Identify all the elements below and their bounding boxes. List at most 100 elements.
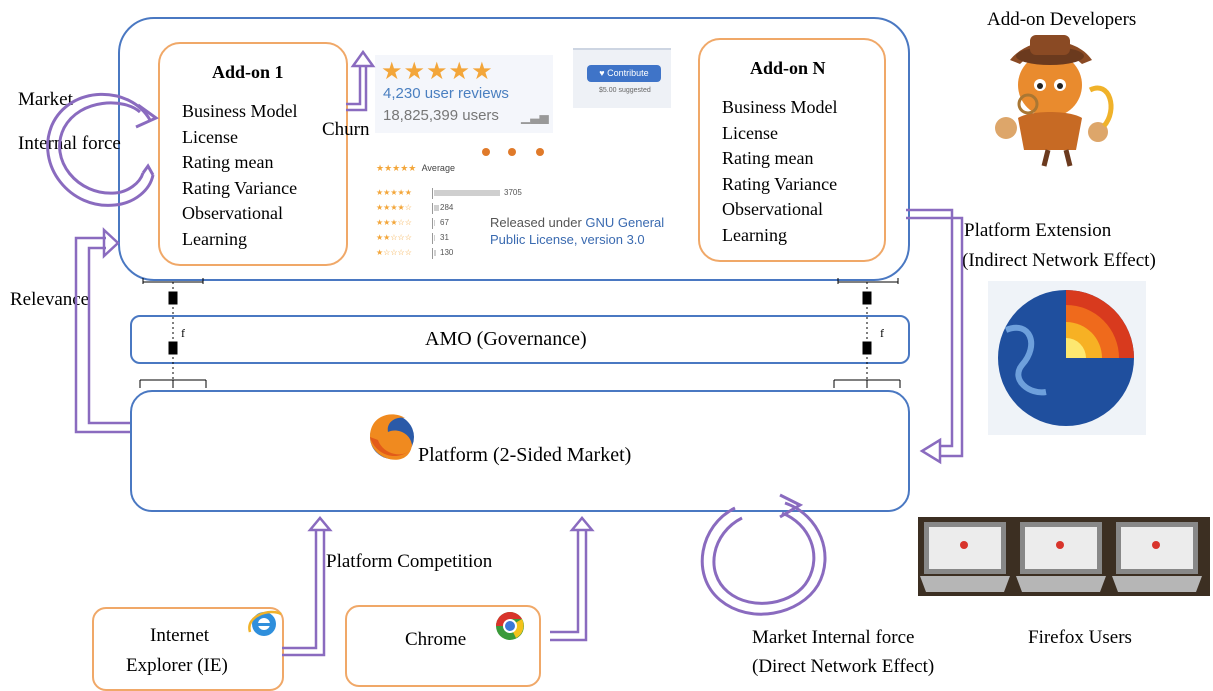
rating-header-stars: ★★★★★ xyxy=(376,163,417,173)
dot xyxy=(536,148,544,156)
rating-header: ★★★★★ Average xyxy=(376,163,455,174)
churn-arrow-icon xyxy=(346,49,376,112)
ie-label-2: Explorer (IE) xyxy=(126,655,228,676)
addon-1-attr: Learning xyxy=(182,228,247,249)
firefox-users-photo-icon xyxy=(918,517,1210,596)
rating-row-bar xyxy=(434,205,439,211)
addon-1-attr: Rating mean xyxy=(182,152,274,172)
relevance-label: Relevance xyxy=(10,289,90,310)
firefox-users-label: Firefox Users xyxy=(1028,627,1132,648)
chrome-label: Chrome xyxy=(405,629,467,650)
users-count: 18,825,399 users xyxy=(383,107,499,124)
internet-explorer-logo-icon xyxy=(248,610,282,636)
addon-developers-mascot-icon xyxy=(995,35,1114,167)
platform-label: Platform (2-Sided Market) xyxy=(418,444,632,466)
rating-row-bar xyxy=(434,220,435,226)
laptop-icon xyxy=(1112,522,1202,592)
laptop-icon xyxy=(1016,522,1106,592)
rating-row: ★★★☆☆ 67 xyxy=(376,217,516,229)
addon-n-attr: Observational xyxy=(722,199,823,219)
market-label: Market xyxy=(18,89,73,110)
rating-row-axis xyxy=(432,188,433,199)
users-chart-icon: ▁▃▅ xyxy=(521,110,549,124)
rating-header-label: Average xyxy=(421,163,455,173)
direct-network-effect-cycle-icon xyxy=(700,493,827,616)
rating-row: ★☆☆☆☆130 xyxy=(376,247,516,259)
rating-row-count: 284 xyxy=(440,203,454,212)
review-stars: ★★★★★ xyxy=(381,59,494,85)
platform-extension-label: Platform Extension xyxy=(964,220,1112,241)
rating-row-axis xyxy=(432,218,433,229)
rating-row: ★★★★☆ 284 xyxy=(376,202,516,214)
competition-arrow-ie-icon xyxy=(282,516,333,657)
addon-n-attr: Rating Variance xyxy=(722,173,838,194)
platform-box xyxy=(130,390,910,512)
dot xyxy=(482,148,490,156)
competition-arrow-chrome-icon xyxy=(550,516,595,642)
license-prefix: Released under xyxy=(490,215,586,230)
rating-row-bar xyxy=(434,190,500,196)
rating-row-bar xyxy=(434,250,436,256)
addon-n-attr: Learning xyxy=(722,224,787,245)
license-link-2[interactable]: Public License, version 3.0 xyxy=(490,232,645,247)
addon-n-title: Add-on N xyxy=(750,58,826,78)
addon-n-attr: Rating mean xyxy=(722,148,814,168)
addon-1-box: Add-on 1 Business Model License Rating m… xyxy=(158,42,348,266)
small-f-left: f xyxy=(181,326,185,340)
left-connector-icon xyxy=(139,278,207,388)
churn-label: Churn xyxy=(322,119,370,140)
addon-1-attr: License xyxy=(182,126,238,147)
heart-icon: ♥ xyxy=(599,68,608,78)
addon-1-attr: Observational xyxy=(182,203,283,223)
market-force-sub: (Direct Network Effect) xyxy=(752,656,935,677)
addon-1-attributes: Business Model License Rating mean Ratin… xyxy=(182,99,298,252)
contribute-note: $5.00 suggested xyxy=(599,87,651,94)
relevance-arrow-icon xyxy=(74,227,130,434)
rating-row-axis xyxy=(432,233,433,244)
internal-force-label: Internal force xyxy=(18,133,121,154)
amo-label: AMO (Governance) xyxy=(425,328,587,350)
addon-n-attr: Business Model xyxy=(722,97,838,117)
laptop-icon xyxy=(920,522,1010,592)
review-count-link[interactable]: 4,230 user reviews xyxy=(383,85,509,102)
rating-row-bar xyxy=(434,235,435,241)
rating-row-count: 130 xyxy=(440,248,454,257)
addon-1-attr: Business Model xyxy=(182,101,298,121)
rating-row-stars: ★★★★★ xyxy=(376,188,412,197)
platform-extension-sub: (Indirect Network Effect) xyxy=(962,250,1156,271)
addon-ecosystem-box xyxy=(118,17,910,281)
addon-developers-label: Add-on Developers xyxy=(987,9,1137,30)
small-f-right: f xyxy=(880,326,884,340)
addon-1-attr: Rating Variance xyxy=(182,177,298,198)
market-internal-force-cycle-icon xyxy=(46,92,159,207)
right-connector-icon xyxy=(833,278,901,388)
ie-label-1: Internet xyxy=(150,625,210,646)
license-link[interactable]: GNU General xyxy=(585,215,665,230)
contribute-button[interactable]: ♥ Contribute xyxy=(587,65,661,82)
addon-n-attr: License xyxy=(722,122,778,143)
addon-1-title: Add-on 1 xyxy=(212,62,284,82)
rating-row-count: 67 xyxy=(440,218,449,227)
rating-row-count: 31 xyxy=(440,233,449,242)
addon-n-box: Add-on N Business Model License Rating m… xyxy=(698,38,886,262)
rating-row-axis xyxy=(432,248,433,259)
platform-extension-arrow-icon xyxy=(906,208,964,465)
rating-breakdown: ★★★★★ Average ★★★★★3705★★★★☆284★★★☆☆67★★… xyxy=(376,163,522,268)
chrome-logo-icon xyxy=(496,612,524,640)
rating-row-count: 3705 xyxy=(504,188,522,197)
contribute-label: Contribute xyxy=(607,68,649,78)
review-widget: ★★★★★ 4,230 user reviews 18,825,399 user… xyxy=(375,55,553,133)
rating-row: ★★★★★ 3705 xyxy=(376,187,522,199)
rating-row: ★★☆☆☆31 xyxy=(376,232,516,244)
platform-competition-label: Platform Competition xyxy=(326,551,493,572)
rating-row-stars: ★★★☆☆ xyxy=(376,218,412,227)
dot xyxy=(508,148,516,156)
amo-governance-box xyxy=(130,315,910,364)
rating-row-stars: ★★★★☆ xyxy=(376,203,412,212)
rating-row-axis xyxy=(432,203,433,214)
addon-n-attributes: Business Model License Rating mean Ratin… xyxy=(722,95,838,248)
globe-image-icon xyxy=(988,281,1146,435)
firefox-logo-icon xyxy=(370,414,414,460)
market-force-label: Market Internal force xyxy=(752,627,915,648)
